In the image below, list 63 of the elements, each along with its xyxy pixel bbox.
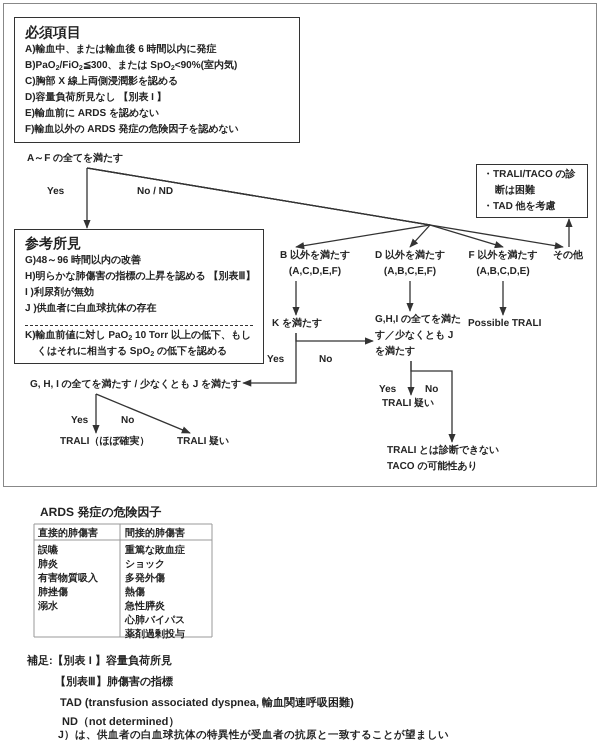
arrow bbox=[292, 281, 300, 316]
arrow bbox=[410, 361, 456, 443]
list-item: G)48～96 時間以内の改善 bbox=[25, 253, 142, 268]
table-cell: 重篤な敗血症 bbox=[125, 544, 185, 557]
flow-text: G,H,I の全てを満たす／少なくとも J を満たす bbox=[375, 312, 465, 360]
flow-text: K を満たす bbox=[272, 316, 322, 332]
flow-text: Possible TRALI bbox=[468, 316, 542, 332]
list-item: B)PaO$_{2}$/FiO$_{2}$≦300、または SpO$_{2}$<90%(室内気) bbox=[25, 58, 238, 74]
table-cell: 誤嚥 bbox=[38, 544, 58, 557]
arrow bbox=[83, 168, 91, 229]
flow-text: G, H, I の全てを満たす / 少なくとも J を満たす bbox=[30, 377, 242, 393]
arrow bbox=[406, 281, 414, 312]
flow-text: TRALI 疑い bbox=[177, 434, 230, 450]
table-cell: 肺挫傷 bbox=[38, 586, 68, 599]
criteria-box bbox=[14, 17, 300, 143]
arrow bbox=[499, 281, 507, 316]
list-item: I )利尿剤が無効 bbox=[25, 285, 95, 300]
flow-text: D 以外を満たす bbox=[374, 248, 446, 263]
list-item: E)輸血前に ARDS を認めない bbox=[25, 106, 160, 121]
table-cell: 肺炎 bbox=[38, 558, 58, 571]
table-cell: 薬剤過剰投与 bbox=[125, 628, 185, 641]
table-cell: 心肺バイパス bbox=[125, 614, 185, 627]
table-cell: 有害物質吸入 bbox=[38, 572, 98, 585]
box-heading: 参考所見 bbox=[25, 234, 82, 253]
list-item: F)輸血以外の ARDS 発症の危険因子を認めない bbox=[25, 122, 240, 137]
list-item: A)輸血中、または輸血後 6 時間以内に発症 bbox=[25, 42, 218, 57]
arrow bbox=[92, 394, 100, 434]
arrow bbox=[96, 393, 191, 434]
table-header-cell: 直接的肺傷害 bbox=[38, 527, 98, 540]
flow-text: TRALI 疑い bbox=[382, 396, 434, 412]
flow-text: F 以外を満たす bbox=[468, 248, 538, 263]
flow-text: TRALI とは診断できない TACO の可能性あり bbox=[387, 443, 517, 475]
reference-findings-box bbox=[14, 229, 264, 364]
flow-text: A～F の全てを満たす bbox=[27, 151, 124, 167]
note-box bbox=[476, 164, 588, 218]
table-cell: 熱傷 bbox=[125, 586, 145, 599]
note-text: ND（not determined） bbox=[62, 715, 180, 729]
flow-text: (A,C,D,E,F) bbox=[288, 265, 342, 279]
list-item: J )供血者に白血球抗体の存在 bbox=[25, 302, 158, 316]
note-text: 【別表Ⅲ】肺傷害の指標 bbox=[55, 675, 173, 690]
table-header-cell: 間接的肺傷害 bbox=[125, 527, 185, 540]
flow-text: (A,B,C,E,F) bbox=[382, 265, 438, 279]
flow-text: その他 bbox=[553, 248, 583, 264]
table-title: ARDS 発症の危険因子 bbox=[40, 505, 162, 521]
table-cell: 多発外傷 bbox=[125, 572, 165, 585]
list-item: ・TAD 他を考慮 bbox=[483, 200, 557, 214]
box-heading: 必須項目 bbox=[25, 23, 82, 42]
table-cell: 溺水 bbox=[38, 600, 58, 613]
list-item: K)輸血前値に対し PaO$_{2}$ 10 Torr 以上の低下、もしくはそれに相当する SpO$_{2}$ の低下を認める bbox=[25, 328, 252, 360]
table-cell: 急性膵炎 bbox=[125, 600, 165, 613]
flow-text: (A,B,C,D,E) bbox=[475, 265, 531, 279]
table-cell: ショック bbox=[125, 558, 165, 571]
list-item: H)明らかな肺傷害の指標の上昇を認める 【別表Ⅲ】 bbox=[25, 269, 253, 284]
arrow bbox=[295, 333, 374, 345]
list-item: ・TRALI/TACO の診断は困難 bbox=[483, 168, 577, 198]
note-text: TAD (transfusion associated dyspnea, 輸血関連呼吸困難) bbox=[60, 696, 354, 710]
arrow bbox=[565, 218, 573, 247]
flow-text: B 以外を満たす bbox=[279, 248, 351, 263]
note-text: 補足:【別表 I 】容量負荷所見 bbox=[27, 654, 172, 668]
list-item: C)胸部 X 線上両側浸潤影を認める bbox=[25, 74, 179, 89]
list-item: D)容量負荷所見なし 【別表 I 】 bbox=[25, 90, 168, 105]
flow-text: TRALI（ほぼ確実） bbox=[60, 434, 150, 450]
note-text: J）は、供血者の白血球抗体の特異性が受血者の抗原と一致することが望ましい bbox=[58, 729, 449, 741]
